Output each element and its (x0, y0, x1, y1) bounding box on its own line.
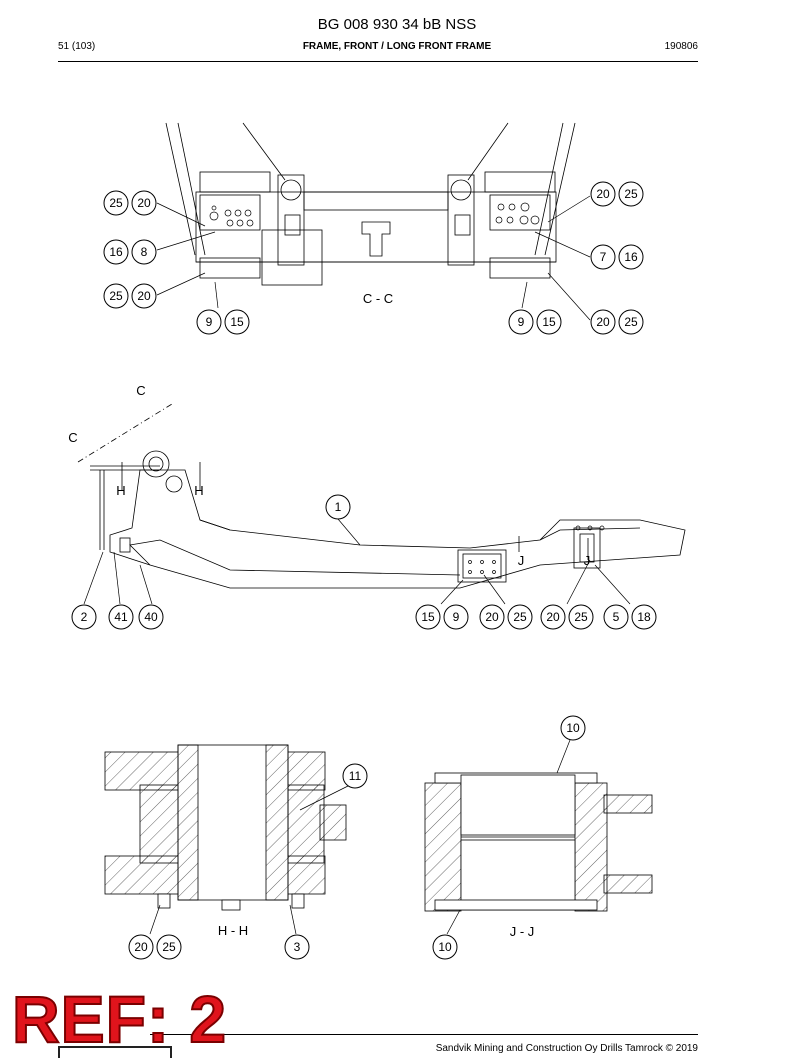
balloon-number: 5 (613, 610, 620, 624)
reference-stamp: REF: 2 (11, 982, 228, 1056)
balloon-number: 8 (141, 245, 148, 259)
balloon-10: 10 (432, 934, 458, 960)
cut-marker-c-lower: C (68, 430, 77, 445)
balloon-25: 25 (618, 309, 644, 335)
footer-copyright: Sandvik Mining and Construction Oy Drill… (435, 1043, 698, 1054)
balloon-20: 20 (590, 181, 616, 207)
section-title: FRAME, FRONT / LONG FRONT FRAME (302, 41, 492, 52)
balloon-number: 9 (206, 315, 213, 329)
balloon-number: 16 (624, 250, 638, 264)
balloon-9: 9 (508, 309, 534, 335)
section-jj-leaders (446, 739, 571, 935)
balloon-number: 20 (137, 196, 151, 210)
balloon-40: 40 (138, 604, 164, 630)
balloon-20: 20 (131, 190, 157, 216)
balloon-15: 15 (224, 309, 250, 335)
frame-side-view (77, 403, 686, 589)
balloon-number: 10 (438, 940, 452, 954)
balloon-number: 20 (596, 187, 610, 201)
balloon-25: 25 (507, 604, 533, 630)
cut-marker-h-left: H (116, 483, 125, 498)
balloon-number: 25 (624, 315, 638, 329)
balloon-number: 40 (144, 610, 158, 624)
balloon-number: 15 (421, 610, 435, 624)
balloon-number: 3 (294, 940, 301, 954)
balloon-25: 25 (103, 283, 129, 309)
balloon-20: 20 (590, 309, 616, 335)
item-balloons: 25 20 16 8 25 20 9 15 20 25 7 16 9 15 20… (71, 181, 657, 960)
balloon-2: 2 (71, 604, 97, 630)
balloon-number: 25 (624, 187, 638, 201)
balloon-7: 7 (590, 244, 616, 270)
balloon-25: 25 (103, 190, 129, 216)
header-divider (58, 61, 698, 62)
balloon-16: 16 (103, 239, 129, 265)
balloon-number: 25 (109, 196, 123, 210)
section-hh-leaders (149, 784, 351, 935)
balloon-41: 41 (108, 604, 134, 630)
cut-marker-h-right: H (194, 483, 203, 498)
balloon-20: 20 (128, 934, 154, 960)
balloon-number: 9 (453, 610, 460, 624)
balloon-18: 18 (631, 604, 657, 630)
balloon-8: 8 (131, 239, 157, 265)
balloon-number: 15 (230, 315, 244, 329)
section-jj-view (424, 772, 653, 912)
footer-divider (150, 1034, 698, 1035)
balloon-20: 20 (131, 283, 157, 309)
balloon-15: 15 (536, 309, 562, 335)
balloon-number: 41 (114, 610, 128, 624)
page-number: 51 (103) (58, 41, 96, 52)
balloon-25: 25 (568, 604, 594, 630)
balloon-20: 20 (540, 604, 566, 630)
balloon-15: 15 (415, 604, 441, 630)
balloon-3: 3 (284, 934, 310, 960)
balloon-number: 9 (518, 315, 525, 329)
balloon-number: 1 (335, 500, 342, 514)
balloon-25: 25 (156, 934, 182, 960)
balloon-number: 25 (513, 610, 527, 624)
balloon-number: 20 (485, 610, 499, 624)
balloon-number: 15 (542, 315, 556, 329)
balloon-5: 5 (603, 604, 629, 630)
side-view-leaders (83, 518, 631, 605)
section-cc-label: C - C (363, 291, 393, 306)
balloon-1: 1 (325, 494, 351, 520)
balloon-number: 20 (134, 940, 148, 954)
balloon-number: 25 (574, 610, 588, 624)
cut-marker-j-right: J (584, 553, 591, 568)
balloon-number: 11 (349, 769, 362, 783)
section-hh-label: H - H (218, 923, 248, 938)
balloon-number: 25 (162, 940, 176, 954)
section-hh-view (104, 744, 347, 911)
cut-marker-j-left: J (518, 553, 525, 568)
balloon-number: 10 (566, 721, 580, 735)
balloon-number: 25 (109, 289, 123, 303)
section-cc-leaders (156, 195, 591, 321)
balloon-20: 20 (479, 604, 505, 630)
balloon-number: 7 (600, 250, 607, 264)
balloon-number: 16 (109, 245, 123, 259)
balloon-25: 25 (618, 181, 644, 207)
balloon-number: 20 (596, 315, 610, 329)
company-logo (58, 1046, 172, 1058)
balloon-16: 16 (618, 244, 644, 270)
balloon-9: 9 (443, 604, 469, 630)
balloon-number: 20 (137, 289, 151, 303)
balloon-9: 9 (196, 309, 222, 335)
section-cc-view (165, 122, 576, 286)
document-id: BG 008 930 34 bB NSS (317, 16, 477, 33)
balloon-number: 18 (637, 610, 651, 624)
balloon-number: 20 (546, 610, 560, 624)
balloon-number: 2 (81, 610, 88, 624)
date-code: 190806 (664, 41, 698, 52)
section-jj-label: J - J (510, 924, 535, 939)
balloon-11: 11 (342, 763, 368, 789)
balloon-10: 10 (560, 715, 586, 741)
cut-marker-c-upper: C (136, 383, 145, 398)
